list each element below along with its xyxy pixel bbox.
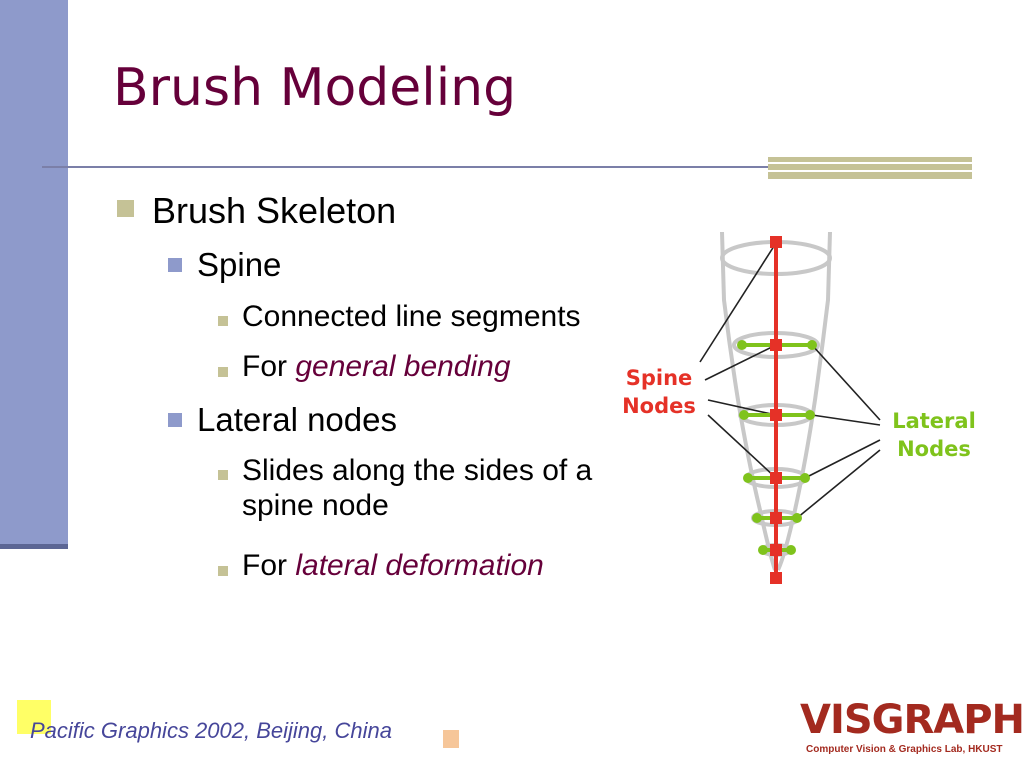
title-divider-accent: [768, 157, 972, 179]
bullet-square-icon: [218, 470, 228, 480]
bullet-prefix: For: [242, 350, 296, 383]
bullet-square-icon: [218, 367, 228, 377]
bullet-square-icon: [218, 566, 228, 576]
title-divider: [42, 166, 972, 168]
bullet-prefix: For: [242, 549, 296, 582]
bullet-line-1: Slides along the sides of a: [242, 454, 593, 487]
lateral-nodes: [737, 340, 817, 555]
bullet-square-icon: [117, 200, 134, 217]
spine-nodes: [770, 236, 782, 584]
bullet-l3-connected-line-segments: Connected line segments: [242, 300, 581, 333]
lateral-nodes-label-line2: Nodes: [897, 437, 971, 461]
bullet-l3-general-bending: For general bending: [242, 350, 511, 385]
brush-skeleton-diagram: Spine Nodes Lateral Nodes: [622, 231, 976, 584]
left-accent-bar-edge: [0, 544, 68, 549]
footer-text: Pacific Graphics 2002, Beijing, China: [30, 718, 392, 743]
bullet-l2-lateral-nodes: Lateral nodes: [197, 401, 397, 438]
lateral-nodes-label-line1: Lateral: [892, 409, 976, 433]
bullet-square-icon: [168, 413, 182, 427]
spine-nodes-label-line2: Nodes: [622, 394, 696, 418]
spine-nodes-label-line1: Spine: [626, 366, 693, 390]
bullet-accent: lateral deformation: [295, 549, 544, 582]
bullet-square-icon: [218, 316, 228, 326]
bullet-l2-spine: Spine: [197, 246, 282, 283]
left-accent-bar: [0, 0, 68, 548]
label-pointers: [699, 242, 881, 519]
logo-subtitle: Computer Vision & Graphics Lab, HKUST: [806, 744, 1003, 755]
visgraph-logo: VISGRAPH Computer Vision & Graphics Lab,…: [800, 700, 1024, 760]
bullet-accent: general bending: [295, 350, 511, 383]
bullet-l1-brush-skeleton: Brush Skeleton: [152, 190, 397, 231]
footer-accent-small-square: [443, 730, 459, 748]
bullet-square-icon: [168, 258, 182, 272]
slide-title: Brush Modeling: [113, 58, 517, 118]
footer-accent-square: [17, 700, 51, 734]
bullet-l3-lateral-deformation: For lateral deformation: [242, 549, 544, 584]
bullet-l3-slides-along: Slides along the sides of a spine node: [242, 454, 592, 523]
bullet-line-2: spine node: [242, 488, 389, 522]
logo-wordmark: VISGRAPH: [800, 697, 1024, 743]
